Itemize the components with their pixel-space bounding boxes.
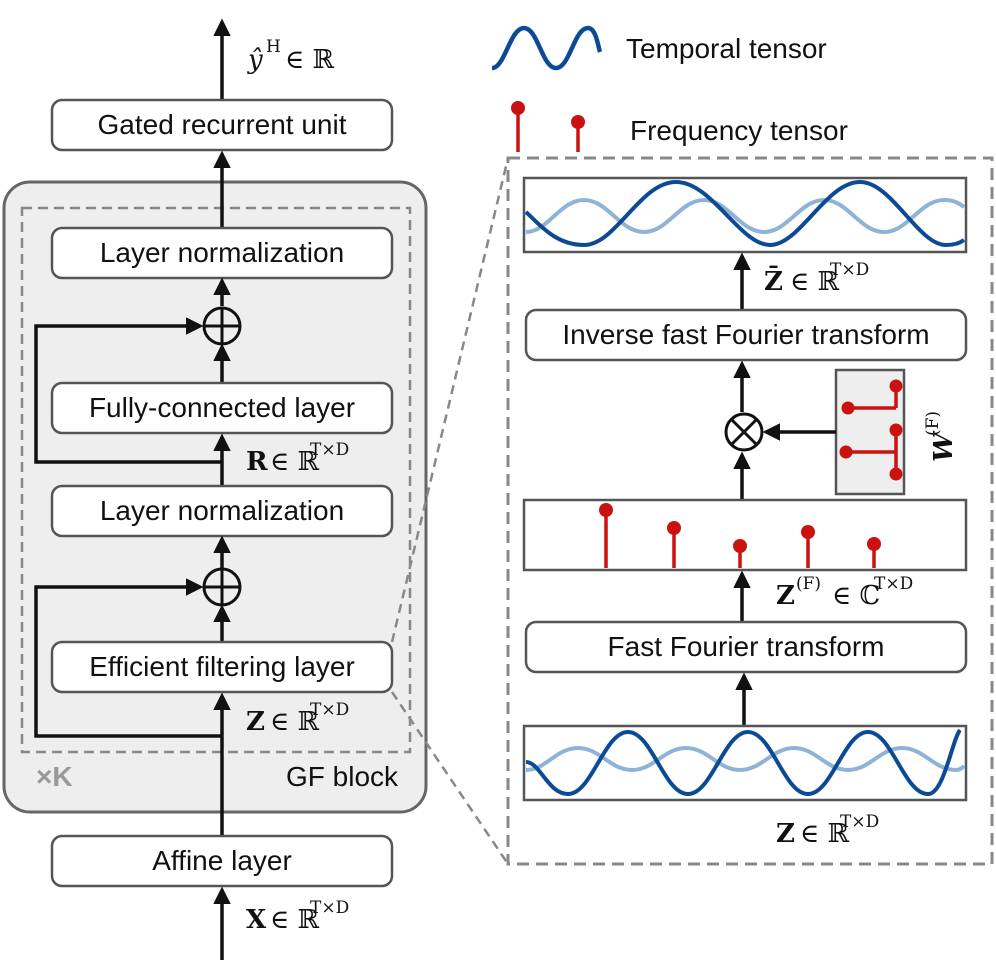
residual-path-top [34, 317, 222, 464]
zbar-label: Z̄ [764, 265, 783, 297]
x-label: X [246, 905, 267, 935]
z-set-right: ∈ ℝ [800, 819, 850, 849]
zoom-line-top [390, 157, 510, 643]
z-label-left: Z [246, 707, 265, 737]
affine-layer-box [50, 834, 394, 888]
layer-norm-top-label: Layer normalization [100, 237, 344, 268]
zf-sup: (F) [796, 574, 821, 594]
z-light-wave [525, 745, 966, 773]
zf-spectrum-box [522, 498, 968, 572]
gf-block-inner-dashed [20, 206, 412, 754]
efficient-filtering-box [50, 640, 394, 694]
r-set: ∈ ℝ [270, 447, 320, 477]
r-sup: T×D [310, 440, 349, 460]
frequency-tensor-icon [511, 101, 585, 152]
gf-block-label: GF block [286, 761, 399, 792]
z-sup-right: T×D [840, 812, 879, 832]
affine-layer-label: Affine layer [152, 845, 292, 876]
zoom-line-bottom [390, 691, 510, 865]
r-label: R [246, 447, 268, 477]
zf-sup2: T×D [874, 574, 913, 594]
zbar-set: ∈ ℝ [790, 267, 840, 297]
zf-label: Z [776, 581, 795, 611]
residual-path-bottom [34, 578, 222, 738]
zbar-sup: T×D [830, 260, 869, 280]
x-sup: T×D [310, 898, 349, 918]
output-label: ŷ [247, 45, 263, 75]
zbar-signal-box [522, 176, 968, 254]
ifft-box [524, 308, 968, 362]
gru-box [50, 98, 394, 152]
efficient-filtering-label: Efficient filtering layer [89, 651, 355, 682]
repeat-label: ×K [36, 761, 73, 792]
fft-label: Fast Fourier transform [608, 631, 885, 662]
fc-layer-box [50, 381, 394, 435]
z-set-left: ∈ ℝ [270, 707, 320, 737]
layer-norm-bottom-label: Layer normalization [100, 495, 344, 526]
ifft-label: Inverse fast Fourier transform [562, 319, 929, 350]
legend-frequency-label: Frequency tensor [630, 115, 848, 146]
temporal-tensor-icon [491, 25, 603, 71]
z-dark-wave [525, 728, 962, 797]
fc-layer-label: Fully-connected layer [89, 392, 355, 423]
zf-spectrum-stems [599, 503, 881, 568]
w-sup: (F) [923, 411, 943, 436]
zf-set: ∈ ℂ [832, 581, 880, 611]
legend-temporal-label: Temporal tensor [626, 33, 827, 64]
zbar-dark-wave [524, 179, 966, 248]
w-filter-stems [839, 379, 903, 481]
zbar-light-wave [525, 197, 966, 235]
z-sup-left: T×D [310, 700, 349, 720]
w-label: W [929, 430, 959, 462]
z-label-right: Z [776, 819, 795, 849]
gru-label: Gated recurrent unit [97, 109, 346, 140]
x-set: ∈ ℝ [270, 905, 320, 935]
output-set: ∈ ℝ [285, 45, 335, 75]
output-sup: H [266, 37, 281, 57]
fft-box [524, 620, 968, 674]
